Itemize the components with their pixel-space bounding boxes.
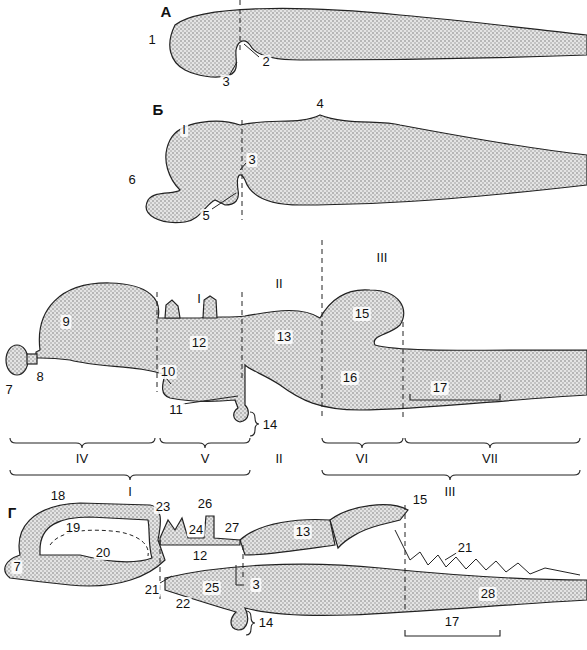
leader-line bbox=[183, 396, 238, 404]
cerebellum-plate bbox=[330, 505, 408, 548]
leader-line bbox=[244, 44, 259, 57]
lateral-ventricle bbox=[40, 517, 152, 562]
callout-number: 9 bbox=[60, 315, 71, 329]
boundary-line bbox=[242, 120, 243, 220]
choroid-plexus bbox=[395, 530, 580, 575]
bracket bbox=[322, 470, 580, 480]
callout-number: 25 bbox=[203, 581, 221, 595]
bracket bbox=[10, 438, 155, 448]
callout-number: 15 bbox=[411, 493, 429, 507]
callout-number: III bbox=[443, 485, 458, 499]
midbrain-roof bbox=[240, 520, 335, 555]
callout-number: 3 bbox=[246, 153, 257, 167]
epiphysis-bud bbox=[203, 296, 217, 318]
leader-line bbox=[160, 576, 172, 583]
callout-number: 2 bbox=[260, 55, 271, 69]
callout-number: IV bbox=[74, 452, 90, 466]
boundary-line bbox=[243, 545, 244, 580]
callout-number: VI bbox=[354, 452, 370, 466]
boundary-line bbox=[322, 240, 323, 418]
callout-number: 19 bbox=[64, 521, 82, 535]
callout-number: I bbox=[195, 292, 203, 306]
bracket bbox=[322, 438, 403, 448]
callout-number: 1 bbox=[146, 33, 157, 47]
callout-number: 22 bbox=[174, 597, 192, 611]
callout-number: VII bbox=[480, 452, 500, 466]
olfactory-bulb bbox=[6, 345, 28, 375]
bracket bbox=[405, 438, 580, 448]
callout-number: 16 bbox=[341, 371, 359, 385]
callout-number: 21 bbox=[143, 583, 161, 597]
bracket bbox=[410, 394, 500, 400]
brain-floor bbox=[165, 564, 587, 630]
callout-number: 12 bbox=[190, 336, 208, 350]
hemisphere-wall bbox=[5, 503, 165, 586]
boundary-line bbox=[242, 292, 243, 382]
bracket bbox=[250, 412, 259, 436]
callout-number: 17 bbox=[431, 381, 449, 395]
leader-line bbox=[240, 163, 246, 170]
callout-number: 3 bbox=[250, 578, 261, 592]
olfactory-stalk bbox=[27, 354, 37, 364]
callout-number: 27 bbox=[223, 521, 241, 535]
callout-number: 21 bbox=[456, 541, 474, 555]
callout-number: 13 bbox=[275, 330, 293, 344]
epiphysis-bud bbox=[165, 300, 180, 318]
neural-tube-b bbox=[146, 115, 587, 223]
panel-letter: Б bbox=[151, 103, 166, 117]
callout-number: 26 bbox=[196, 497, 214, 511]
callout-number: V bbox=[199, 452, 212, 466]
bracket bbox=[160, 438, 250, 448]
bracket bbox=[246, 611, 255, 635]
neural-tube-a bbox=[170, 8, 587, 77]
callout-number: 13 bbox=[294, 525, 312, 539]
callout-number: 14 bbox=[261, 418, 279, 432]
callout-number: 23 bbox=[154, 500, 172, 514]
callout-number: 11 bbox=[167, 403, 185, 417]
callout-number: 24 bbox=[187, 523, 205, 537]
boundary-line bbox=[405, 505, 406, 612]
callout-number: 28 bbox=[479, 587, 497, 601]
leader-line bbox=[229, 62, 237, 76]
callout-number: II bbox=[273, 452, 284, 466]
callout-number: 10 bbox=[159, 365, 177, 379]
callout-number: I bbox=[180, 123, 188, 137]
bracket bbox=[10, 470, 250, 480]
callout-number: 18 bbox=[49, 489, 67, 503]
callout-number: 7 bbox=[3, 383, 14, 397]
callout-number: III bbox=[375, 251, 390, 265]
callout-number: I bbox=[126, 485, 134, 499]
callout-number: 17 bbox=[443, 615, 461, 629]
boundary-line bbox=[240, 0, 241, 50]
boundary-line bbox=[157, 292, 158, 392]
callout-number: 12 bbox=[191, 549, 209, 563]
callout-number: 3 bbox=[220, 75, 231, 89]
callout-number: 6 bbox=[126, 173, 137, 187]
brain-vesicles-c bbox=[36, 283, 587, 422]
callout-number: 20 bbox=[94, 546, 112, 560]
panel-letter: Г bbox=[6, 506, 19, 520]
callout-number: 4 bbox=[314, 97, 325, 111]
leader-line bbox=[212, 193, 236, 209]
callout-number: 5 bbox=[200, 209, 211, 223]
callout-number: II bbox=[273, 277, 284, 291]
boundary-line bbox=[403, 322, 404, 418]
panel-letter: А bbox=[159, 5, 174, 19]
callout-number: 15 bbox=[353, 307, 371, 321]
callout-number: 8 bbox=[34, 370, 45, 384]
callout-number: 7 bbox=[11, 560, 22, 574]
bracket bbox=[405, 630, 500, 636]
callout-number: 14 bbox=[257, 616, 275, 630]
